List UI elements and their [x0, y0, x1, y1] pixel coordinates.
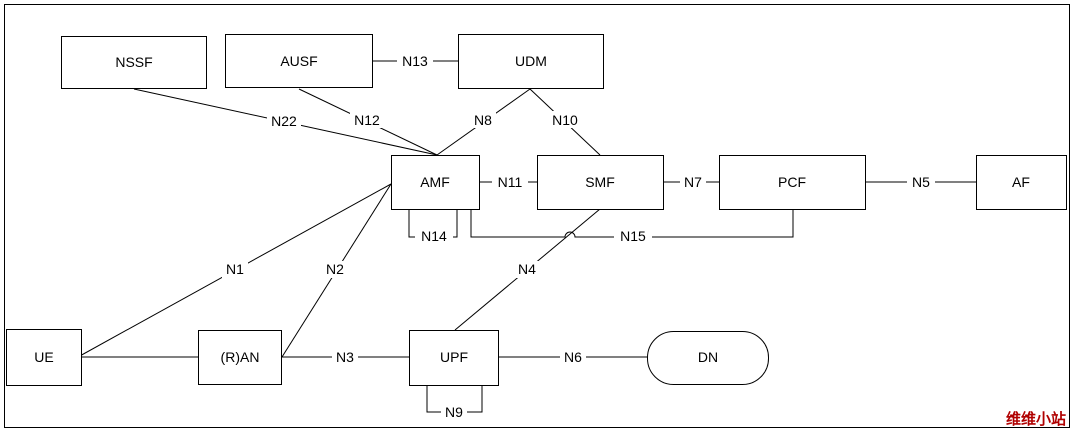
node-udm-label: UDM: [515, 53, 547, 69]
node-upf: UPF: [409, 330, 499, 386]
nodes: NSSF AUSF UDM AMF SMF PCF AF UE: [6, 34, 1067, 386]
label-n11: N11: [498, 174, 523, 190]
label-n2: N2: [326, 261, 344, 277]
diagram-frame: [4, 4, 1070, 428]
label-n10: N10: [552, 112, 578, 128]
node-smf-label: SMF: [585, 174, 615, 190]
label-n8: N8: [474, 112, 492, 128]
node-nssf-label: NSSF: [115, 54, 152, 70]
label-n4: N4: [518, 261, 536, 277]
label-n5: N5: [912, 174, 930, 190]
node-udm: UDM: [458, 34, 604, 89]
label-n6: N6: [564, 349, 582, 365]
node-nssf: NSSF: [61, 36, 207, 89]
label-n15: N15: [620, 228, 646, 244]
node-af: AF: [976, 155, 1067, 210]
label-n9: N9: [445, 404, 463, 420]
line-n15: [470, 209, 794, 238]
node-amf-label: AMF: [420, 174, 450, 190]
watermark-text: 维维小站: [1006, 410, 1066, 428]
label-n22: N22: [271, 113, 297, 129]
label-n13: N13: [402, 53, 428, 69]
node-upf-label: UPF: [440, 349, 468, 365]
node-smf: SMF: [537, 155, 664, 210]
node-ausf: AUSF: [225, 34, 373, 88]
node-dn-label: DN: [698, 349, 718, 365]
edge-labels: N22 N12 N13 N8 N10 N11 N7 N5 N14 N15 N1 …: [222, 52, 935, 421]
node-pcf-label: PCF: [778, 174, 806, 190]
label-n7: N7: [684, 174, 702, 190]
label-n1: N1: [226, 261, 244, 277]
label-n3: N3: [336, 349, 354, 365]
node-dn: DN: [647, 331, 769, 385]
node-ran-label: (R)AN: [221, 349, 260, 365]
node-pcf: PCF: [719, 155, 866, 210]
node-amf: AMF: [391, 155, 480, 210]
label-n14: N14: [421, 228, 447, 244]
node-ran: (R)AN: [198, 330, 282, 385]
node-ausf-label: AUSF: [280, 53, 317, 69]
label-n12: N12: [354, 112, 380, 128]
node-af-label: AF: [1012, 174, 1030, 190]
node-ue-label: UE: [34, 349, 53, 365]
node-ue: UE: [6, 329, 82, 386]
